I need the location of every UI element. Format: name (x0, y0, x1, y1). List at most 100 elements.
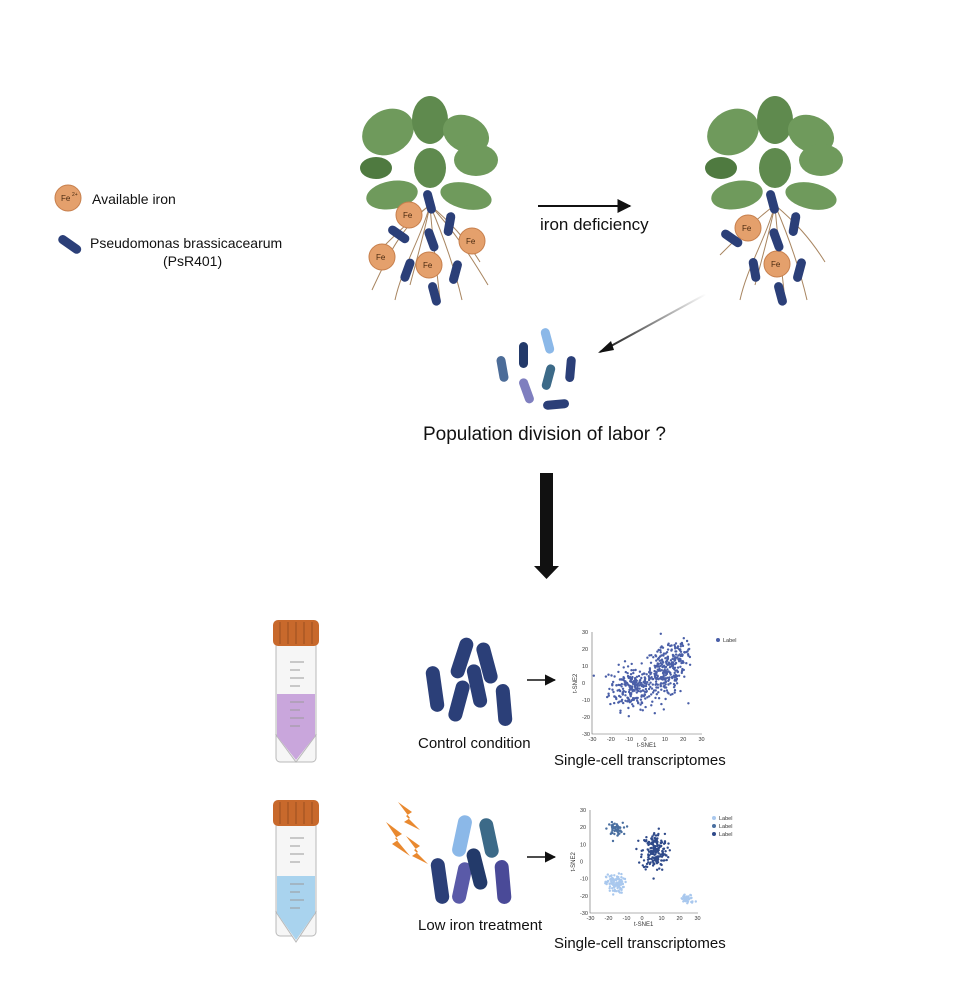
scatter-point (626, 665, 630, 668)
scatter-point (667, 670, 670, 673)
scatter-point (658, 867, 661, 870)
scatter-point (635, 691, 638, 694)
scatter-point (612, 680, 615, 684)
scatter-point (675, 682, 679, 685)
scatter-point (615, 890, 618, 893)
scatter-point (655, 868, 659, 871)
plot-axes (589, 810, 698, 914)
scatter-point (640, 853, 643, 856)
scatter-point (616, 829, 619, 833)
scatter-point (681, 653, 684, 657)
scatter-point (660, 844, 663, 848)
scatter-point (669, 682, 672, 685)
scatter-point (620, 700, 623, 703)
scatter-point (626, 672, 629, 675)
scatter-point (608, 885, 612, 888)
svg-text:Fe: Fe (742, 224, 752, 233)
scatter-point (642, 684, 646, 688)
scatter-point (680, 669, 684, 673)
low-iron-tube (273, 800, 319, 943)
scatter-point (632, 705, 635, 708)
scatter-point (662, 654, 665, 657)
legend-bacteria-label: Pseudomonas brassicacearum (90, 235, 282, 251)
scatter-point (651, 843, 655, 846)
scatter-point (640, 855, 643, 859)
scatter-point (659, 651, 662, 654)
scatter-point (609, 878, 612, 881)
scatter-point (650, 704, 653, 707)
scatter-point (655, 664, 658, 668)
scatter-point (638, 670, 642, 673)
scatter-point (607, 692, 610, 695)
scatter-point (687, 654, 690, 657)
scatter-point (684, 898, 688, 901)
scatter-point (666, 668, 669, 671)
legend-label: Label (719, 816, 732, 822)
scatter-point (621, 692, 624, 695)
scatter-point (622, 666, 625, 669)
scatter-point (617, 663, 620, 666)
scatter-point (648, 862, 651, 866)
division-of-labor-question: Population division of labor ? (423, 424, 666, 445)
scatter-point (646, 865, 649, 869)
scatter-point (666, 648, 670, 651)
scatter-point (632, 679, 636, 683)
scatter-point (688, 897, 691, 900)
scatter-point (668, 663, 671, 666)
scatter-point (652, 852, 655, 855)
scatter-point (621, 687, 625, 690)
control-bacteria-group (425, 637, 513, 726)
scatter-point (650, 687, 654, 690)
scatter-point (674, 657, 677, 660)
scatter-point (650, 654, 653, 657)
scatter-point (653, 669, 656, 673)
scatter-point (621, 882, 624, 886)
y-axis-label: t-SNE2 (571, 851, 577, 871)
scatter-point (657, 656, 660, 660)
scatter-point (641, 709, 644, 712)
scatter-point (645, 682, 648, 686)
scatter-point (682, 668, 685, 672)
y-tick-label: -30 (580, 911, 588, 917)
x-tick-label: -10 (623, 916, 631, 922)
y-axis-label: t-SNE2 (573, 673, 579, 693)
scatter-point (662, 652, 666, 655)
scatter-point (620, 876, 623, 879)
scatter-point (647, 856, 650, 859)
scatter-point (674, 650, 677, 653)
scatter-point (637, 839, 640, 842)
scatter-point (615, 684, 618, 687)
scatter-point (676, 666, 680, 669)
scatter-point (646, 842, 649, 845)
scatter-point (659, 661, 662, 665)
scatter-point (608, 687, 611, 691)
scatter-point (681, 661, 684, 664)
scatter-point (629, 695, 632, 698)
scatter-point (668, 676, 671, 679)
scatter-point (619, 709, 622, 712)
y-tick-label: 30 (580, 808, 586, 814)
scatter-point (654, 853, 657, 856)
scatter-point (649, 661, 653, 664)
y-tick-label: -10 (580, 877, 588, 883)
scatter-point (658, 855, 662, 858)
scatter-point (664, 850, 667, 853)
plot-axes (591, 632, 702, 735)
scatter-point (667, 642, 670, 645)
scatter-point (670, 675, 674, 679)
scatter-point (663, 840, 667, 843)
scatter-point (662, 664, 666, 667)
scatter-point (663, 689, 666, 693)
scatter-point (610, 820, 614, 824)
scatter-point (641, 864, 644, 867)
scatter-point (657, 832, 660, 836)
y-tick-label: -10 (582, 698, 590, 704)
scatter-point (634, 668, 637, 672)
scatter-point (611, 682, 614, 686)
scatter-point (640, 695, 643, 698)
scatter-point (629, 693, 633, 696)
scatter-point (648, 670, 651, 674)
scatter-point (678, 657, 681, 660)
scatter-point (608, 887, 611, 890)
